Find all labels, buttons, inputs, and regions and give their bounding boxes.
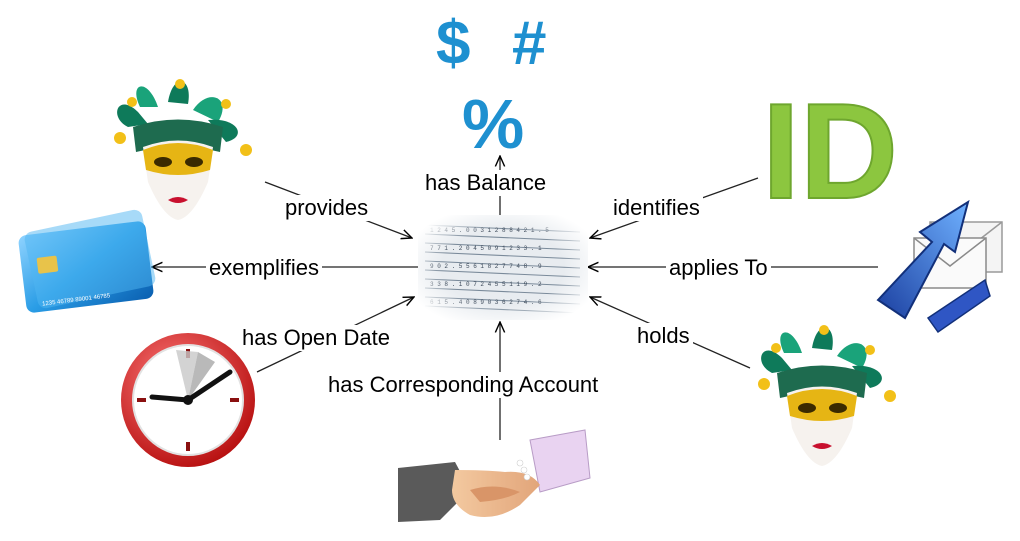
handshake-icon <box>398 429 591 522</box>
label-identifies: identifies <box>610 195 703 221</box>
jester-mask-icon <box>114 79 252 220</box>
jester-mask-icon <box>758 325 896 466</box>
credit-card-icon: 1235 46789 89001 46785 <box>18 209 156 313</box>
label-applies-to: applies To <box>666 255 771 281</box>
id-logo: ID <box>762 75 898 227</box>
ledger-sheet-icon: 1 2 4 5 . 0 0 3 1 2 8 8 4 2 1 . 5 7 7 1 … <box>418 215 588 320</box>
label-has-corresponding-account: has Corresponding Account <box>325 372 602 398</box>
label-has-open-date: has Open Date <box>239 325 393 351</box>
label-provides: provides <box>282 195 372 221</box>
mail-arrow-icon <box>876 199 1003 334</box>
label-exemplifies: exemplifies <box>206 255 323 281</box>
dollar-symbol: $ <box>436 9 470 78</box>
clock-icon <box>121 333 255 467</box>
label-holds: holds <box>634 323 693 349</box>
hash-symbol: # <box>512 9 546 78</box>
label-has-balance: has Balance <box>422 170 550 196</box>
percent-symbol: % <box>462 85 524 163</box>
